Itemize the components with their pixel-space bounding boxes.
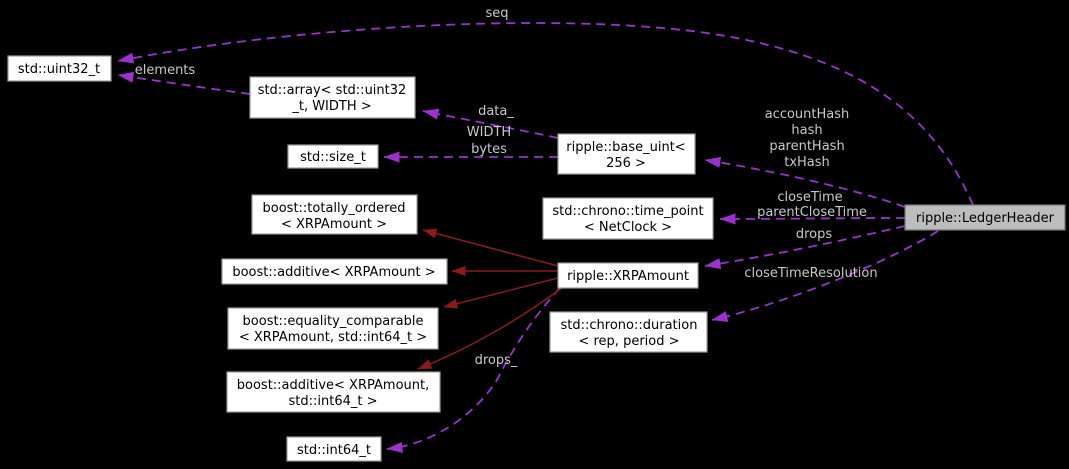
node-boost-additive-box <box>221 258 448 285</box>
edge-close-times <box>719 213 906 225</box>
node-ripple-base-uint[interactable]: ripple::base_uint< 256 > <box>557 133 696 175</box>
edge-label-width: WIDTH <box>467 125 511 140</box>
edge-close-time-resolution <box>711 230 939 322</box>
edge-label-data: data_ <box>478 104 514 119</box>
node-ripple-xrp-amount[interactable]: ripple::XRPAmount <box>557 262 699 289</box>
node-std-array-label-line2: _t, WIDTH > <box>291 99 371 114</box>
node-std-chrono-time-point[interactable]: std::chrono::time_point < NetClock > <box>542 197 714 240</box>
edge-inherit-additive-int64 <box>417 287 563 370</box>
edge-seq <box>117 22 974 206</box>
node-boost-totally-ordered[interactable]: boost::totally_ordered < XRPAmount > <box>251 194 418 235</box>
node-ripple-base-uint-label-line2: 256 > <box>606 156 646 171</box>
node-std-uint32-t-label: std::uint32_t <box>18 62 100 77</box>
node-boost-totally-ordered-label-line1: boost::totally_ordered <box>263 201 406 216</box>
node-boost-additive-int64[interactable]: boost::additive< XRPAmount, std::int64_t… <box>226 371 441 413</box>
node-ripple-xrp-amount-box <box>557 262 699 289</box>
node-std-int64-t[interactable]: std::int64_t <box>286 436 382 462</box>
node-std-chrono-duration-box <box>549 311 708 353</box>
edge-label-close-time-resolution: closeTimeResolution <box>744 266 877 281</box>
node-boost-equality-comparable-label-line2: < XRPAmount, std::int64_t > <box>239 330 427 345</box>
node-std-chrono-time-point-label-line1: std::chrono::time_point <box>552 204 703 219</box>
edge-label-tx-hash: txHash <box>784 155 830 170</box>
node-std-size-t-label: std::size_t <box>300 150 366 165</box>
node-std-chrono-duration[interactable]: std::chrono::duration < rep, period > <box>549 311 708 353</box>
edge-inherit-equality-comparable <box>443 277 559 309</box>
edge-label-drops: drops <box>796 227 833 242</box>
node-std-array[interactable]: std::array< std::uint32 _t, WIDTH > <box>249 76 416 119</box>
node-boost-additive-label: boost::additive< XRPAmount > <box>232 265 435 280</box>
node-std-uint32-t-box <box>7 55 112 82</box>
edge-drops <box>704 225 906 270</box>
node-std-chrono-time-point-box <box>542 197 714 240</box>
node-std-array-box <box>249 76 416 119</box>
node-boost-totally-ordered-box <box>251 194 418 235</box>
edge-label-seq: seq <box>485 6 508 21</box>
edge-label-parent-close-time: parentCloseTime <box>757 205 867 220</box>
edge-label-close-time: closeTime <box>777 190 842 205</box>
node-ripple-ledger-header: ripple::LedgerHeader <box>904 204 1066 231</box>
node-std-chrono-time-point-label-line2: < NetClock > <box>584 220 672 235</box>
node-ripple-xrp-amount-label: ripple::XRPAmount <box>567 269 689 284</box>
node-boost-additive[interactable]: boost::additive< XRPAmount > <box>221 258 448 285</box>
node-ripple-base-uint-box <box>557 133 696 175</box>
edge-label-account-hash: accountHash <box>765 107 850 122</box>
node-std-size-t[interactable]: std::size_t <box>287 144 379 169</box>
edge-label-elements: elements <box>135 63 196 78</box>
edge-label-bytes: bytes <box>471 142 507 157</box>
edge-label-parent-hash: parentHash <box>769 139 844 154</box>
node-boost-totally-ordered-label-line2: < XRPAmount > <box>281 217 387 232</box>
node-std-size-t-box <box>287 144 379 169</box>
node-boost-additive-int64-box <box>226 371 441 413</box>
edge-label-hash: hash <box>791 123 822 138</box>
edge-inherit-totally-ordered <box>422 228 559 267</box>
edge-hashes <box>704 156 906 208</box>
edge-label-drops-member: drops_ <box>475 353 518 368</box>
node-ripple-ledger-header-box <box>904 204 1066 231</box>
node-boost-equality-comparable[interactable]: boost::equality_comparable < XRPAmount, … <box>227 307 439 350</box>
node-std-uint32-t[interactable]: std::uint32_t <box>7 55 112 82</box>
node-boost-equality-comparable-label-line1: boost::equality_comparable <box>243 314 424 329</box>
node-ripple-ledger-header-label: ripple::LedgerHeader <box>916 211 1055 226</box>
node-boost-equality-comparable-box <box>227 307 439 350</box>
node-std-int64-t-box <box>286 436 382 462</box>
edge-data <box>422 108 559 139</box>
edge-drops-member <box>386 287 561 453</box>
node-std-int64-t-label: std::int64_t <box>297 443 371 458</box>
node-boost-additive-int64-label-line1: boost::additive< XRPAmount, <box>237 378 429 393</box>
node-std-chrono-duration-label-line2: < rep, period > <box>578 334 679 349</box>
node-std-chrono-duration-label-line1: std::chrono::duration <box>561 318 698 333</box>
node-ripple-base-uint-label-line1: ripple::base_uint< <box>566 140 685 155</box>
node-boost-additive-int64-label-line2: std::int64_t > <box>289 394 378 409</box>
node-std-array-label-line1: std::array< std::uint32 <box>258 83 407 98</box>
edge-elements <box>117 71 251 95</box>
